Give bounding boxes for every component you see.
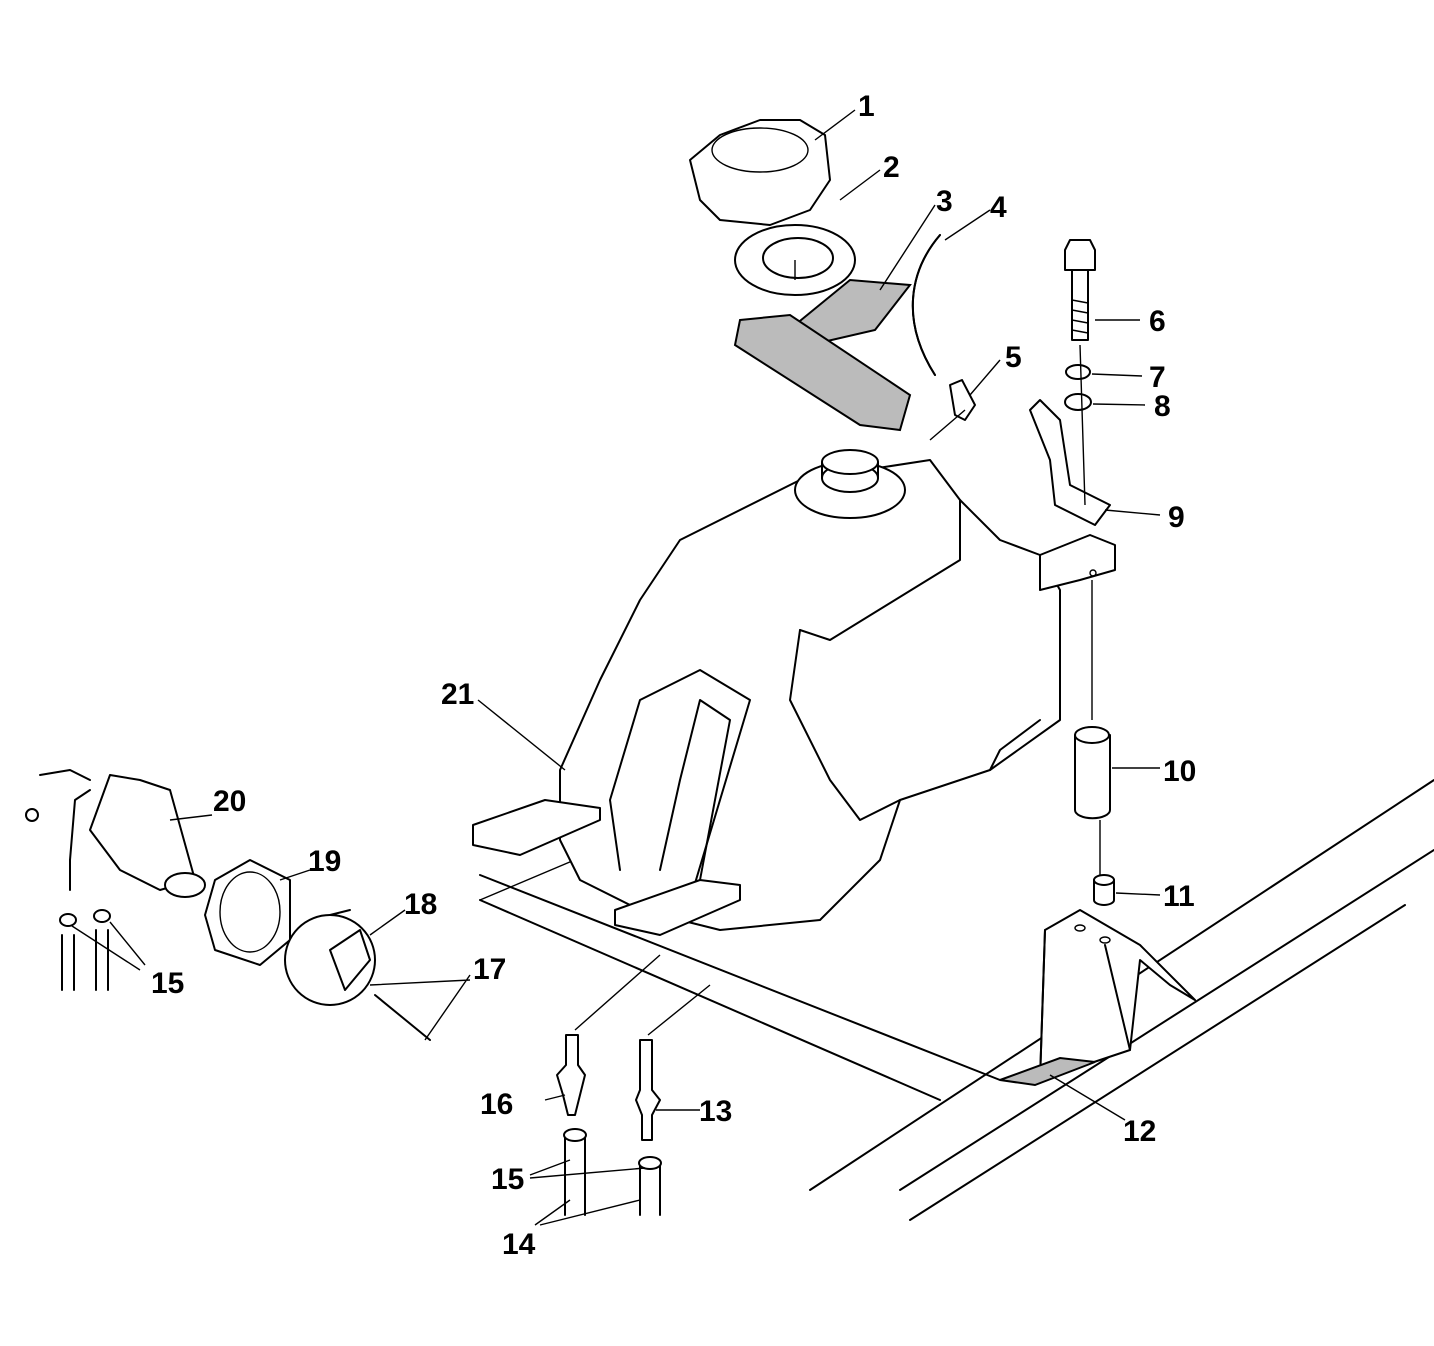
fitting-16 [556,1034,586,1116]
hose-clamps-15 [59,909,111,991]
callout-8: 8 [1154,390,1171,423]
valve-body-18 [284,909,376,1006]
callout-16: 16 [480,1088,513,1121]
callout-5: 5 [1005,341,1022,374]
callout-15-left: 15 [151,967,184,1000]
callout-18: 18 [404,888,437,921]
callout-7: 7 [1149,361,1166,394]
screw-17 [374,994,431,1041]
pad-12 [999,1056,1096,1087]
frame-bracket [999,909,1196,1087]
pad-center [614,879,741,936]
washer-7 [1065,364,1091,380]
grommet [1093,874,1115,906]
fitting-13 [635,1039,661,1141]
pad-left [472,799,601,856]
callout-3: 3 [936,185,953,218]
foam-strips [733,278,912,432]
callout-labels: 1 2 3 4 5 6 7 8 9 10 11 12 13 14 15 15 1… [151,90,1196,1261]
fuel-pump [25,769,206,898]
callout-19: 19 [308,845,341,878]
callout-4: 4 [990,191,1007,224]
callout-14: 14 [502,1228,536,1261]
callout-9: 9 [1168,501,1185,534]
fuel-cap [689,119,831,226]
callout-12: 12 [1123,1115,1156,1148]
bracket [1029,399,1111,526]
spacer [1074,726,1111,820]
callout-20: 20 [213,785,246,818]
tank-tab [1039,534,1116,591]
callout-1: 1 [858,90,875,123]
fuel-tank [472,449,1116,936]
callout-6: 6 [1149,305,1166,338]
callout-15-bottom: 15 [491,1163,524,1196]
fuel-lines-14 [563,1128,662,1216]
fitting [949,379,976,421]
callout-2: 2 [883,151,900,184]
callout-13: 13 [699,1095,732,1128]
bolt [1064,239,1096,341]
washer-8 [1064,393,1092,411]
leader-lines [71,109,1161,1226]
callout-21: 21 [441,678,474,711]
callout-11: 11 [1163,880,1195,913]
callout-10: 10 [1163,755,1196,788]
nut-19 [204,859,291,966]
callout-17: 17 [473,953,506,986]
